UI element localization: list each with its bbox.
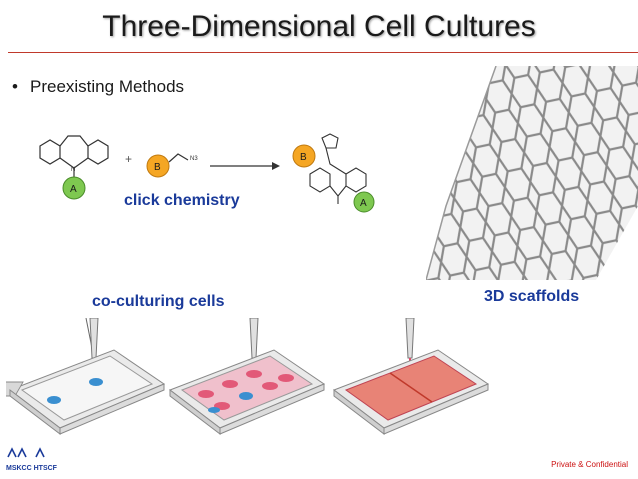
confidential-note: Private & Confidential <box>551 460 628 469</box>
coculture-plate-2 <box>168 318 326 436</box>
coculture-plate-3 <box>332 318 490 436</box>
logo-mark-icon <box>7 447 45 458</box>
azide-label: N3 <box>190 156 198 162</box>
bullet-item: • Preexisting Methods <box>12 77 184 97</box>
node-b-right-label: B <box>300 152 307 163</box>
well-blue-1 <box>47 396 61 404</box>
node-a-left-label: A <box>70 184 77 195</box>
coculture-plate-1 <box>6 318 166 436</box>
node-b-right <box>292 144 316 168</box>
slide-title: Three-Dimensional Cell Cultures <box>102 10 536 43</box>
bullet-dot: • <box>12 77 18 96</box>
well-blue-2 <box>89 378 103 386</box>
logo-text-mskcc: MSKCC <box>6 465 32 472</box>
title-divider <box>8 52 638 53</box>
node-a-right-label: A <box>360 198 367 209</box>
svg-text:N: N <box>71 167 75 173</box>
click-chemistry-label: click chemistry <box>124 192 240 209</box>
click-chemistry-diagram: N A + B N3 B A <box>39 133 375 213</box>
node-b-left <box>146 154 170 178</box>
node-b-left-label: B <box>154 162 161 173</box>
mskcc-logo: MSKCC HTSCF <box>6 446 62 472</box>
plus-sign: + <box>125 152 132 166</box>
nanotube-scaffold-image <box>426 66 638 280</box>
bullet-text: Preexisting Methods <box>30 77 185 96</box>
coculture-label: co-culturing cells <box>92 293 225 310</box>
node-a-left <box>62 176 86 200</box>
scaffolds-label: 3D scaffolds <box>484 288 580 305</box>
well-blue-3 <box>239 392 253 400</box>
node-a-right <box>353 191 375 213</box>
logo-text-htscf: HTSCF <box>33 465 57 472</box>
well-blue-4 <box>208 407 220 413</box>
